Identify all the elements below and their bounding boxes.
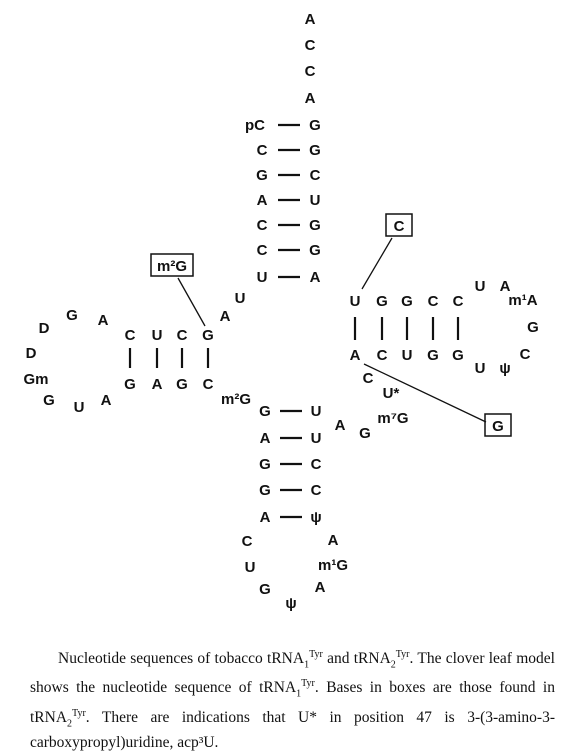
base-anticodon-loop: A	[315, 579, 326, 596]
base-d-loop: G	[43, 392, 55, 409]
base-t-loop: A	[500, 278, 511, 295]
base-d-loop: Gm	[23, 371, 48, 388]
caption-text: Nucleotide sequences of tobacco tRNA1Tyr…	[30, 649, 555, 751]
base-acceptor-5prime: C	[257, 217, 268, 234]
g-box: G	[363, 363, 512, 437]
base-d-stem-top: G	[202, 327, 214, 344]
base-anticodon-loop: G	[259, 581, 271, 598]
base-d-stem-top: C	[125, 327, 136, 344]
base-d-stem-bottom: G	[176, 376, 188, 393]
m2g-box: m²G	[150, 253, 206, 327]
base-acceptor-3prime: C	[310, 167, 321, 184]
base-acceptor-3prime: G	[309, 217, 321, 234]
base-t-loop: ψ	[499, 360, 510, 377]
base-anticodon-3prime: C	[311, 482, 322, 499]
variable-loop: A G m⁷G U* C	[335, 370, 409, 442]
base-acceptor-5prime: C	[257, 142, 268, 159]
base-d-stem-bottom: G	[124, 376, 136, 393]
base-acceptor-tail: A	[305, 11, 316, 28]
base-t-loop: U	[475, 278, 486, 295]
base-anticodon-loop: A	[328, 532, 339, 549]
base-acceptor-tail: C	[305, 63, 316, 80]
base-acceptor-5prime: C	[257, 242, 268, 259]
base-acceptor-tail: C	[305, 37, 316, 54]
base-acceptor-3prime: A	[310, 269, 321, 286]
base-anticodon-5prime: G	[259, 403, 271, 420]
base-anticodon-3prime: ψ	[310, 509, 321, 526]
base-anticodon-3prime: U	[311, 403, 322, 420]
base-t-stem-bottom: U	[402, 347, 413, 364]
base-d-loop: G	[66, 307, 78, 324]
base-anticodon-loop: C	[242, 533, 253, 550]
figure-caption: Nucleotide sequences of tobacco tRNA1Tyr…	[30, 645, 555, 752]
base-d-stem-top: U	[152, 327, 163, 344]
base-t-stem-bottom: A	[350, 347, 361, 364]
base-anticodon-loop: ψ	[285, 595, 296, 612]
base-anticodon-5prime: G	[259, 456, 271, 473]
base-t-loop: C	[520, 346, 531, 363]
base-acceptor-3prime: U	[310, 192, 321, 209]
base-junction: U	[235, 290, 246, 307]
base-t-stem-top: U	[350, 293, 361, 310]
base-t-stem-top: C	[453, 293, 464, 310]
base-d-stem-bottom: C	[203, 376, 214, 393]
base-t-stem-top: G	[401, 293, 413, 310]
c-box: C	[361, 213, 413, 290]
base-anticodon-3prime: U	[311, 430, 322, 447]
base-junction: A	[220, 308, 231, 325]
base-acceptor-3prime: G	[309, 117, 321, 134]
m2g-pointer-line	[177, 277, 206, 327]
anticodon-arm: G A G G A U U C C ψ C U G ψ A m¹G A	[242, 403, 348, 612]
t-arm: U G G C C A C U G G U A m¹A G C ψ U	[350, 278, 539, 377]
base-d-stem-bottom: A	[152, 376, 163, 393]
base-d-loop: A	[101, 392, 112, 409]
c-pointer-line	[361, 237, 393, 290]
base-anticodon-5prime: A	[260, 509, 271, 526]
base-t-stem-bottom: G	[452, 347, 464, 364]
base-t-stem-bottom: G	[427, 347, 439, 364]
base-acceptor-tail: A	[305, 90, 316, 107]
base-t-stem-bottom: C	[377, 347, 388, 364]
base-anticodon-loop: U	[245, 559, 256, 576]
base-t-loop: G	[527, 319, 539, 336]
base-acceptor-5prime: A	[257, 192, 268, 209]
base-t-loop: U	[475, 360, 486, 377]
base-d-loop: U	[74, 399, 85, 416]
base-variable-loop: m⁷G	[377, 410, 408, 427]
base-anticodon-loop: m¹G	[318, 557, 348, 574]
base-anticodon-5prime: G	[259, 482, 271, 499]
base-variable-loop: U*	[383, 385, 400, 402]
base-m22g: m²G	[221, 391, 251, 408]
base-t-loop: m¹A	[508, 292, 537, 309]
base-acceptor-5prime: U	[257, 269, 268, 286]
base-anticodon-5prime: A	[260, 430, 271, 447]
base-t-stem-top: G	[376, 293, 388, 310]
base-t-stem-top: C	[428, 293, 439, 310]
base-d-stem-top: C	[177, 327, 188, 344]
base-d-loop: D	[26, 345, 37, 362]
base-variable-loop: G	[359, 425, 371, 442]
base-boxed-g: G	[492, 418, 504, 435]
base-acceptor-5prime: pC	[245, 117, 265, 134]
base-d-loop: A	[98, 312, 109, 329]
base-acceptor-3prime: G	[309, 242, 321, 259]
base-anticodon-3prime: C	[311, 456, 322, 473]
base-variable-loop: C	[363, 370, 374, 387]
base-variable-loop: A	[335, 417, 346, 434]
d-arm: C U C G G A G C A G D D Gm G U A	[23, 307, 213, 416]
acceptor-tail: A C C A	[305, 11, 316, 107]
base-boxed-m2g: m²G	[157, 258, 187, 275]
base-acceptor-5prime: G	[256, 167, 268, 184]
acceptor-stem: pC C G A C C U G G C U G G A	[245, 117, 321, 286]
base-d-loop: D	[39, 320, 50, 337]
g-pointer-line	[363, 363, 487, 423]
trna-cloverleaf-diagram: A C C A pC C G A C C U G G C U G G A U A	[23, 11, 539, 612]
base-boxed-c: C	[394, 218, 405, 235]
base-acceptor-3prime: G	[309, 142, 321, 159]
